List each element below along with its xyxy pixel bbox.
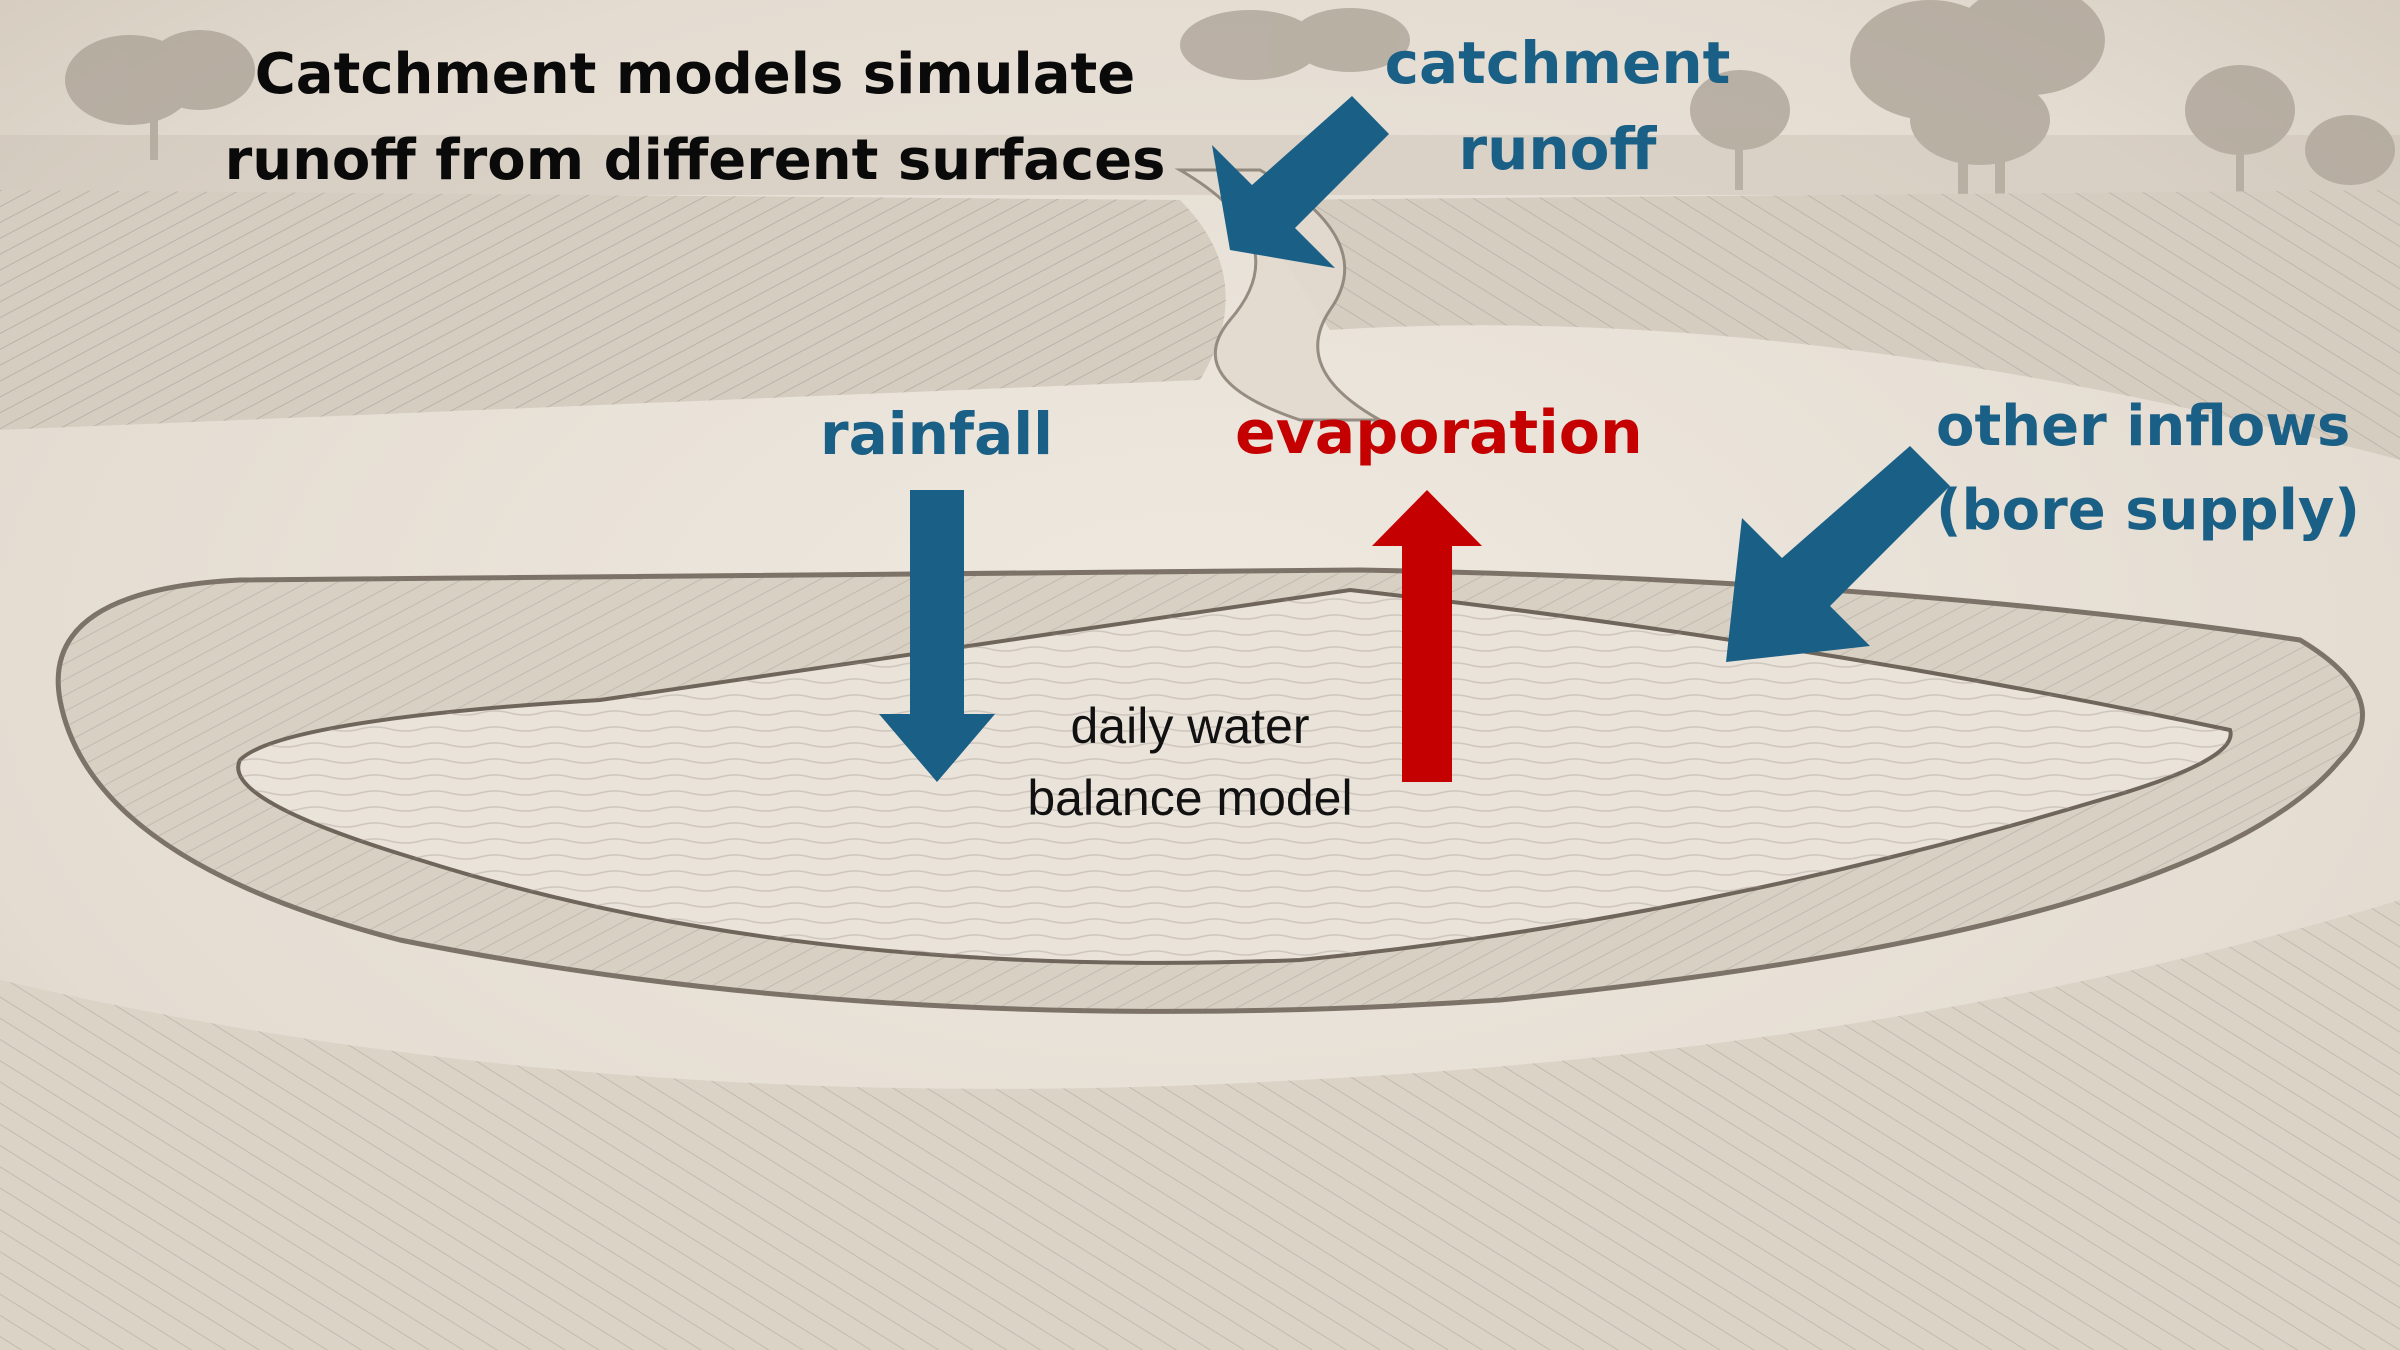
distant-trees: [0, 0, 2400, 240]
crop-field-right: [1250, 190, 2400, 460]
farm-track: [1174, 168, 1386, 422]
rainfall-arrow-icon: [879, 490, 995, 782]
catchment-runoff-line-2: runoff: [1458, 115, 1657, 183]
water-balance-line-2: balance model: [1027, 770, 1353, 826]
evaporation-arrow-icon: [1372, 490, 1482, 782]
water-balance-line-1: daily water: [1070, 698, 1310, 754]
catchment-runoff-label: catchment runoff: [1370, 20, 1745, 192]
water-balance-model-label: daily water balance model: [990, 690, 1390, 834]
evaporation-label: evaporation: [1235, 398, 1643, 468]
title-line-2: runoff from different surfaces: [224, 128, 1166, 193]
other-inflows-line-1: other inflows: [1936, 394, 2351, 459]
other-inflows-label: other inflows (bore supply): [1936, 385, 2360, 553]
dam-water: [236, 587, 2233, 965]
catchment-runoff-line-1: catchment: [1384, 29, 1731, 97]
other-inflows-arrow-icon: [1726, 446, 1950, 662]
title-line-1: Catchment models simulate: [254, 42, 1136, 107]
rainfall-label: rainfall: [820, 400, 1054, 468]
page-title: Catchment models simulate runoff from di…: [215, 32, 1175, 204]
crop-field-left: [0, 190, 1226, 430]
foreground-grass: [0, 900, 2400, 1350]
other-inflows-line-2: (bore supply): [1936, 478, 2360, 543]
catchment-runoff-arrow-icon: [1212, 96, 1389, 268]
